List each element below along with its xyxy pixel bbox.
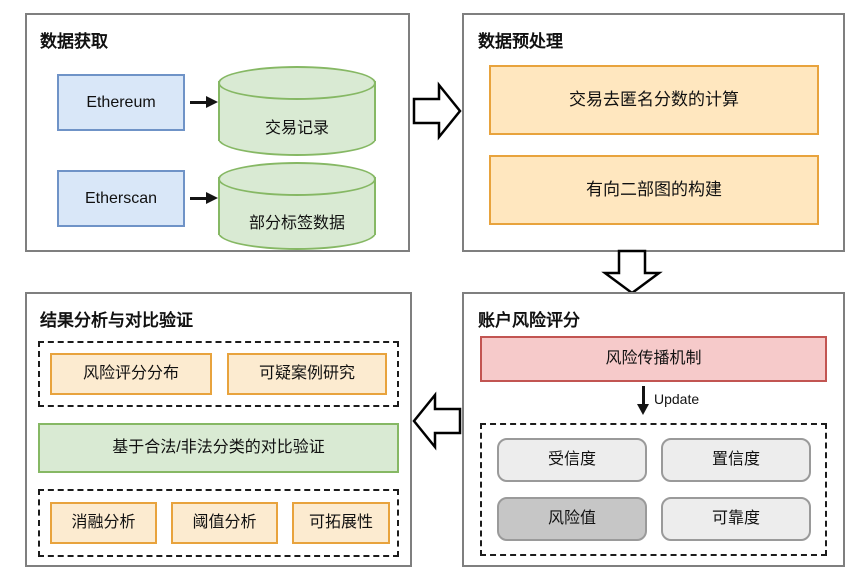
arrow-right-icon [190,192,218,204]
analysis-box-scalability: 可拓展性 [292,502,390,544]
validation-label: 基于合法/非法分类的对比验证 [112,439,325,457]
metric-label: 置信度 [711,451,760,469]
metric-label: 可靠度 [711,510,760,528]
metric-label: 受信度 [547,451,596,469]
update-label: Update [654,391,700,407]
validation-box: 基于合法/非法分类的对比验证 [38,423,399,473]
analysis-box-case-study: 可疑案例研究 [227,353,387,395]
preprocess-step-deanonymization-score: 交易去匿名分数的计算 [489,65,819,135]
arrow-right-icon [190,96,218,108]
panel-title-risk-scoring: 账户风险评分 [478,311,580,330]
step-label: 有向二部图的构建 [586,179,722,199]
metric-box-reliability: 可靠度 [661,497,811,541]
update-arrow-down-icon [637,386,649,415]
source-box-etherscan: Etherscan [57,170,185,227]
source-box-ethereum: Ethereum [57,74,185,131]
analysis-label: 可疑案例研究 [258,365,355,383]
analysis-label: 可拓展性 [308,514,373,532]
panel-title-analysis: 结果分析与对比验证 [40,311,193,330]
analysis-box-score-distribution: 风险评分分布 [50,353,212,395]
source-label: Etherscan [84,189,158,207]
analysis-label: 消融分析 [71,514,136,532]
risk-propagation-label: 风险传播机制 [605,350,702,368]
metric-label: 风险值 [547,510,596,528]
analysis-label: 风险评分分布 [82,365,179,383]
metric-box-trustedness: 受信度 [497,438,647,482]
metric-box-risk-value: 风险值 [497,497,647,541]
analysis-label: 阈值分析 [192,514,257,532]
analysis-box-threshold: 阈值分析 [171,502,278,544]
flow-arrow-down-icon [601,249,663,295]
metric-box-confidence: 置信度 [661,438,811,482]
database-cylinder-transactions: 交易记录 [218,66,376,156]
analysis-box-ablation: 消融分析 [50,502,157,544]
analysis-bottom-dashed-group [38,489,399,557]
database-label: 交易记录 [264,120,329,137]
preprocess-step-bipartite-graph: 有向二部图的构建 [489,155,819,225]
analysis-top-dashed-group [38,341,399,407]
metrics-dashed-group [480,423,827,556]
panel-title-preprocessing: 数据预处理 [478,32,563,51]
database-cylinder-labels: 部分标签数据 [218,162,376,250]
flow-arrow-right-icon [412,81,462,141]
flow-arrow-left-icon [412,391,462,451]
database-label: 部分标签数据 [248,215,345,232]
risk-propagation-box: 风险传播机制 [480,336,827,382]
source-label: Ethereum [86,93,156,111]
step-label: 交易去匿名分数的计算 [569,89,739,109]
panel-title-data-acquisition: 数据获取 [40,32,108,51]
